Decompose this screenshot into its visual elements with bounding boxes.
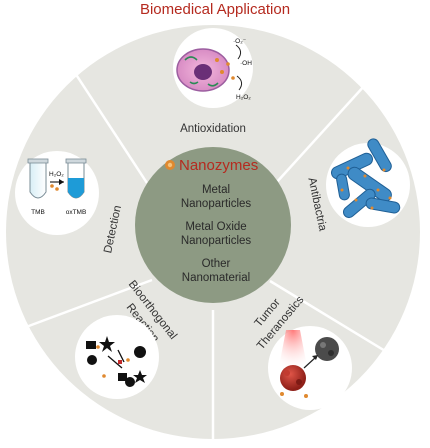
detection-tmb-icon: H₂O₂ TMB oxTMB: [15, 151, 99, 235]
segment-label-antioxidation: Antioxidation: [180, 123, 246, 135]
core-item-metal-oxide-line1: Metal Oxide: [185, 221, 246, 233]
core-circle: [135, 147, 291, 303]
antioxidation-o2-label: ·O₂⁻: [233, 38, 247, 45]
antioxidation-h2o2-label: H₂O₂: [236, 94, 251, 101]
segment-dividers: [17, 49, 401, 440]
antioxidation-cell-icon: ·O₂⁻ ·OH H₂O₂: [173, 28, 253, 108]
core-title: Nanozymes: [179, 157, 258, 174]
nanozyme-particle-icon: [165, 160, 175, 170]
antioxidation-oh-label: ·OH: [240, 60, 252, 67]
diagram-title: Biomedical Application: [139, 1, 291, 18]
detection-oxtmb-label: oxTMB: [66, 209, 87, 216]
detection-tmb-label: TMB: [31, 209, 45, 216]
core-item-other-line1: Other: [202, 258, 231, 270]
detection-h2o2-label: H₂O₂: [49, 171, 64, 178]
core-item-metal-oxide-line2: Nanoparticles: [181, 235, 252, 247]
core-item-other-line2: Nanomaterial: [182, 272, 250, 284]
tumor-theranostics-icon: [268, 326, 352, 410]
antibacteria-bacteria-icon: [326, 138, 410, 227]
core-item-metal-line2: Nanoparticles: [181, 198, 252, 210]
bioorthogonal-reaction-icon: [75, 315, 159, 399]
core-item-metal-line1: Metal: [202, 184, 230, 196]
